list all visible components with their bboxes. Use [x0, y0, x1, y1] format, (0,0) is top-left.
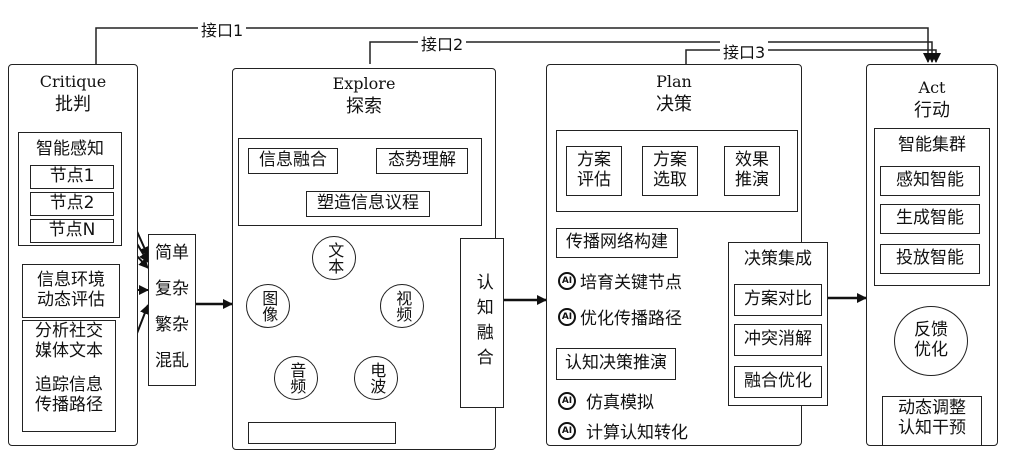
- decision-resolve: 冲突消解: [734, 324, 822, 356]
- critique-title-zh: 批判: [55, 94, 91, 115]
- node-n: 节点N: [30, 219, 114, 243]
- critique-title-en: Critique: [39, 72, 107, 91]
- option-select: 方案 选取: [642, 146, 698, 196]
- situation-box: 态势理解: [376, 148, 468, 174]
- classify-box: [148, 234, 196, 386]
- info-fusion-box: 信息融合: [248, 148, 338, 174]
- simulate-item-2-label: 计算认知转化: [586, 423, 688, 443]
- node-1: 节点1: [30, 165, 114, 189]
- network-item-1-label: 培育关键节点: [580, 273, 682, 293]
- option-evaluate: 方案 评估: [566, 146, 622, 196]
- act-perception: 感知智能: [880, 166, 980, 196]
- ai-head-icon: AI: [558, 391, 576, 410]
- track-text: 追踪信息 传播路径: [35, 375, 103, 415]
- simulate-item-1-label: 仿真模拟: [586, 393, 654, 413]
- classify-chaotic: 混乱: [155, 351, 189, 371]
- explore-bottom-box: [248, 422, 396, 444]
- modality-radio: 电波: [354, 356, 398, 400]
- simulate-item-1: AI 仿真模拟: [558, 388, 654, 413]
- modality-audio: 音频: [274, 356, 318, 400]
- interface-3-line: [685, 49, 941, 64]
- ai-head-icon: AI: [558, 307, 576, 326]
- perception-title: 智能感知: [36, 139, 104, 159]
- plan-title-zh: 决策: [656, 94, 692, 115]
- explore-title-zh: 探索: [346, 96, 382, 117]
- simulate-box: 认知决策推演: [556, 348, 676, 380]
- modality-image: 图像: [246, 284, 290, 328]
- ai-head-icon: AI: [558, 271, 576, 290]
- network-box: 传播网络构建: [556, 228, 678, 258]
- act-title-zh: 行动: [914, 100, 950, 121]
- analyze-text: 分析社交 媒体文本: [35, 321, 103, 361]
- adjust-box: 动态调整 认知干预: [882, 396, 982, 446]
- node-2: 节点2: [30, 192, 114, 216]
- interface-3-label: 接口3: [720, 39, 769, 63]
- cognitive-fusion-box: 认知融合: [460, 238, 504, 408]
- act-delivery: 投放智能: [880, 244, 980, 274]
- plan-title-en: Plan: [656, 72, 692, 91]
- interface-1-label: 接口1: [198, 17, 247, 41]
- simulate-item-2: AI 计算认知转化: [558, 418, 688, 443]
- agenda-box: 塑造信息议程: [306, 191, 430, 217]
- ai-head-icon: AI: [558, 421, 576, 440]
- classify-complex: 繁杂: [155, 315, 189, 335]
- act-title-en: Act: [918, 78, 946, 97]
- act-generation: 生成智能: [880, 204, 980, 234]
- classify-simple: 简单: [155, 243, 189, 263]
- decision-title: 决策集成: [744, 249, 812, 269]
- explore-title-en: Explore: [332, 74, 396, 93]
- feedback-circle: 反馈 优化: [894, 306, 968, 376]
- interface-1-line: [95, 27, 933, 64]
- analyze-group: [22, 320, 116, 432]
- cluster-title: 智能集群: [898, 135, 966, 155]
- decision-optimize: 融合优化: [734, 366, 822, 398]
- diagram: 接口1 接口2 接口3 Critique 批判 智能感知 节点1 节点2 节点N…: [8, 17, 998, 450]
- decision-compare: 方案对比: [734, 284, 822, 316]
- network-item-2-label: 优化传播路径: [580, 309, 682, 329]
- env-eval-box: 信息环境 动态评估: [22, 264, 120, 318]
- option-deduce: 效果 推演: [724, 146, 780, 196]
- classify-complicated: 复杂: [155, 279, 189, 299]
- modality-text: 文本: [312, 236, 356, 280]
- modality-video: 视频: [380, 284, 424, 328]
- interface-2-line: [369, 41, 937, 64]
- interface-2-label: 接口2: [418, 31, 467, 55]
